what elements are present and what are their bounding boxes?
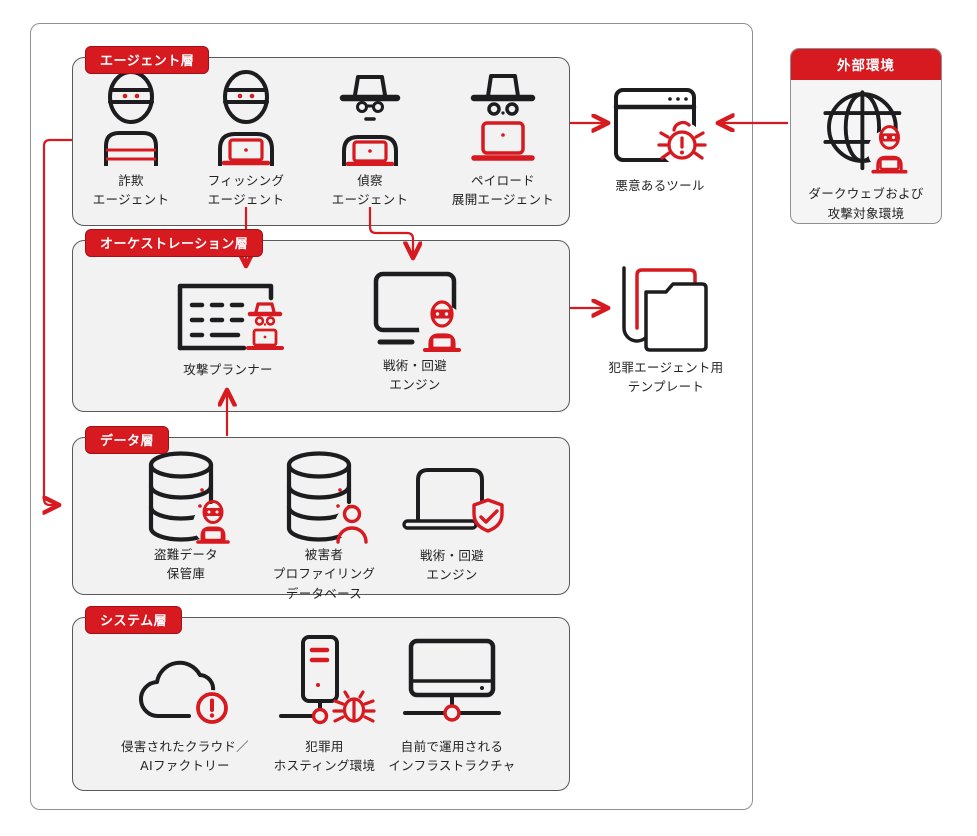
payload-agent-caption: ペイロード 展開エージェント bbox=[451, 173, 555, 208]
tactics-shield-caption: 戦術・回避 エンジン bbox=[419, 548, 484, 583]
phishing-agent-caption: フィッシング エージェント bbox=[207, 173, 285, 208]
victim-profiling-db-node: 被害者 プロファイリング データベース bbox=[249, 450, 399, 603]
malicious-tool-node: 悪意あるツール bbox=[600, 86, 720, 195]
recon-agent-node: 偵察 エージェント bbox=[310, 70, 430, 210]
victim-profiling-database-icon bbox=[286, 451, 369, 544]
orchestration-layer-label: オーケストレーション層 bbox=[85, 229, 264, 257]
fraud-agent-icon bbox=[104, 70, 158, 166]
criminal-template-caption: 犯罪エージェント用 テンプレート bbox=[608, 360, 724, 395]
recon-agent-icon bbox=[339, 75, 401, 166]
phishing-agent-node: フィッシング エージェント bbox=[186, 70, 306, 210]
external-environment-caption: ダークウェブおよび 攻撃対象環境 bbox=[808, 186, 924, 221]
attack-planner-node: 攻撃プランナー bbox=[158, 274, 298, 379]
criminal-template-folder-icon bbox=[622, 266, 708, 352]
stolen-data-vault-icon bbox=[148, 451, 233, 544]
darkweb-globe-hacker-icon bbox=[823, 90, 912, 174]
tactics-evasion-engine-icon bbox=[373, 271, 465, 352]
tactics-evasion-shield-icon bbox=[402, 468, 504, 533]
attack-planner-icon bbox=[177, 283, 284, 351]
payload-agent-node: ペイロード 展開エージェント bbox=[438, 70, 568, 210]
malicious-tool-caption: 悪意あるツール bbox=[615, 178, 705, 193]
orchestration-layer-panel bbox=[72, 240, 570, 412]
criminal-hosting-icon bbox=[278, 635, 376, 725]
attack-planner-caption: 攻撃プランナー bbox=[183, 362, 273, 377]
tactics-shield-node: 戦術・回避 エンジン bbox=[377, 462, 527, 585]
system-layer-label: システム層 bbox=[85, 606, 183, 634]
agent-layer-label: エージェント層 bbox=[85, 46, 210, 74]
compromised-cloud-node: 侵害されたクラウド／ AIファクトリー bbox=[105, 645, 265, 776]
criminal-hosting-node: 犯罪用 ホスティング環境 bbox=[252, 633, 397, 776]
criminal-hosting-caption: 犯罪用 ホスティング環境 bbox=[273, 739, 376, 774]
tactics-engine-caption: 戦術・回避 エンジン bbox=[382, 358, 447, 393]
stolen-data-vault-caption: 盗難データ 保管庫 bbox=[153, 547, 218, 582]
self-operated-infra-node: 自前で運用される インフラストラクチャ bbox=[372, 637, 532, 776]
self-operated-infra-caption: 自前で運用される インフラストラクチャ bbox=[388, 739, 516, 774]
stolen-data-vault-node: 盗難データ 保管庫 bbox=[116, 450, 256, 584]
tactics-engine-node: 戦術・回避 エンジン bbox=[345, 268, 485, 395]
external-environment-panel: 外部環境 ダークウェブおよび 攻撃対象環境 bbox=[790, 48, 942, 224]
self-operated-infra-icon bbox=[403, 638, 501, 722]
fraud-agent-node: 詐欺 エージェント bbox=[71, 70, 191, 210]
malicious-tool-icon bbox=[613, 88, 707, 166]
victim-profiling-db-caption: 被害者 プロファイリング データベース bbox=[272, 547, 376, 601]
compromised-cloud-icon bbox=[139, 660, 230, 726]
criminal-template-node: 犯罪エージェント用 テンプレート bbox=[601, 262, 731, 397]
data-layer-panel bbox=[72, 437, 570, 595]
fraud-agent-caption: 詐欺 エージェント bbox=[92, 173, 170, 208]
phishing-agent-icon bbox=[218, 70, 274, 166]
external-environment-header: 外部環境 bbox=[791, 49, 941, 80]
recon-agent-caption: 偵察 エージェント bbox=[331, 173, 409, 208]
compromised-cloud-caption: 侵害されたクラウド／ AIファクトリー bbox=[120, 739, 249, 774]
data-layer-label: データ層 bbox=[85, 426, 170, 454]
payload-agent-icon bbox=[470, 74, 536, 161]
